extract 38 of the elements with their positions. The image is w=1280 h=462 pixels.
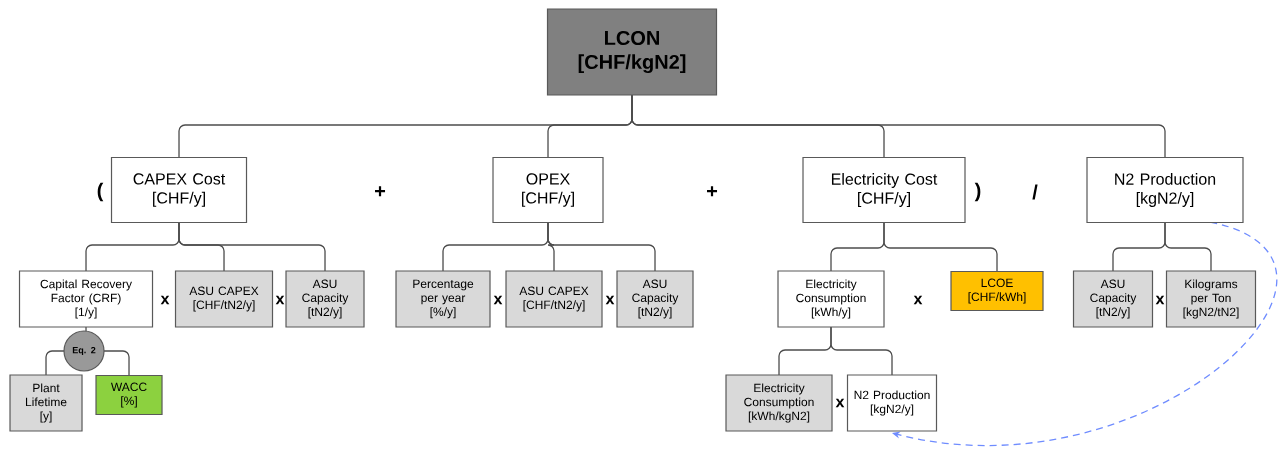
connector (547, 221, 656, 272)
input-box: ASU Capacity [tN2/y] (285, 270, 365, 328)
operator-symbol: + (707, 186, 718, 197)
connector (1164, 221, 1212, 272)
input-box: ASU CAPEX [CHF/tN2/y] (505, 270, 603, 328)
connector (892, 221, 1278, 446)
connector (85, 326, 87, 332)
connector (883, 221, 998, 272)
quantity-box: Electricity Consumption [kWh/y] (777, 270, 885, 328)
operator-symbol: x (835, 398, 845, 408)
connector (103, 350, 130, 376)
operator-symbol: x (275, 295, 285, 305)
connector (178, 221, 326, 272)
input-box: ASU Capacity [tN2/y] (616, 270, 694, 328)
result-box: LCON [CHF/kgN2] (546, 8, 718, 96)
quantity-box: CAPEX Cost [CHF/y] (110, 156, 248, 224)
input-box: Electricity Consumption [kWh/kgN2] (725, 374, 833, 432)
operator-symbol: x (493, 295, 503, 305)
connector (45, 350, 65, 376)
operator-symbol: x (605, 295, 615, 305)
input-box: Plant Lifetime [y] (9, 374, 83, 432)
quantity-box: Capital Recovery Factor (CRF) [1/y] (18, 270, 154, 328)
input-box: ASU CAPEX [CHF/tN2/y] (174, 270, 274, 328)
operator-symbol: x (1155, 295, 1165, 305)
operator-symbol: / (1032, 184, 1038, 200)
connector (830, 326, 893, 376)
input-box: Kilograms per Ton [kgN2/tN2] (1165, 270, 1257, 328)
quantity-box: N2 Production [kgN2/y] (846, 374, 938, 432)
quantity-box: Electricity Cost [CHF/y] (802, 156, 966, 224)
input-box: ASU Capacity [tN2/y] (1072, 270, 1154, 328)
input-box: Percentage per year [%/y] (395, 270, 491, 328)
operator-symbol: x (913, 295, 923, 305)
quantity-box: OPEX [CHF/y] (492, 156, 604, 224)
operator-symbol: + (375, 186, 386, 197)
input-box: LCOE [CHF/kWh] (950, 270, 1044, 312)
input-box: WACC [%] (95, 374, 163, 416)
operator-symbol: x (160, 295, 170, 305)
quantity-box: N2 Production [kgN2/y] (1086, 156, 1244, 224)
